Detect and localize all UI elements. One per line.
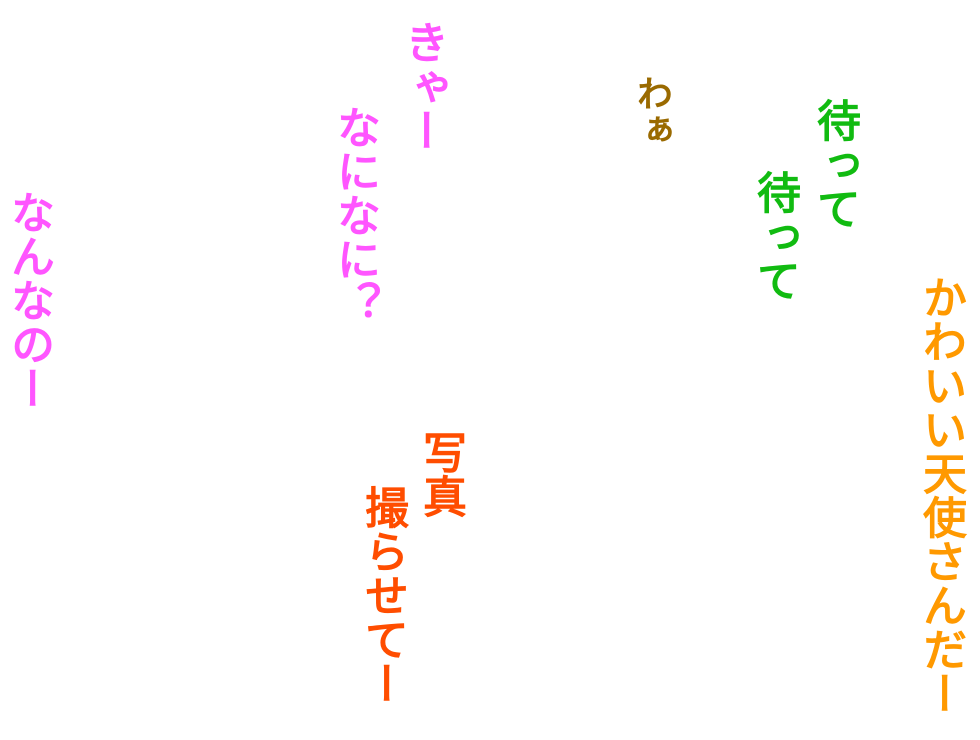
exclamation-matte-1: 待って bbox=[809, 98, 860, 230]
exclamation-matte-2: 待って bbox=[749, 170, 800, 302]
exclamation-kawaii-tenshi: かわいい天使さんだー bbox=[915, 275, 966, 715]
exclamation-torasete: 撮らせてー bbox=[357, 485, 408, 705]
exclamation-wa: わぁ bbox=[631, 75, 672, 147]
exclamation-nannano: なんなのー bbox=[3, 190, 54, 410]
exclamation-kya: きゃー bbox=[397, 20, 448, 152]
exclamation-shashin: 写真 bbox=[415, 430, 466, 518]
exclamation-naninani: なになに？ bbox=[329, 105, 380, 325]
